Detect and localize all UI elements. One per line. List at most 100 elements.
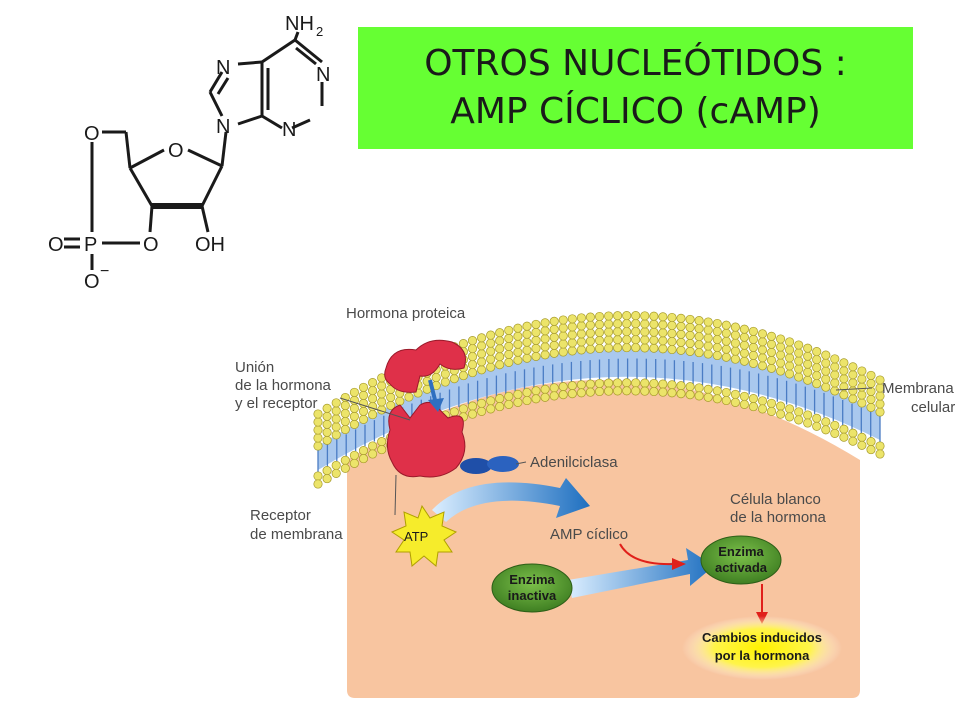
lipid-head	[857, 440, 867, 450]
lipid-head	[495, 394, 505, 404]
lipid-head	[576, 321, 586, 331]
atom-phosphorus: P	[84, 234, 97, 256]
lipid-head	[322, 474, 332, 484]
lipid-head	[830, 428, 840, 438]
lipid-head	[766, 406, 777, 416]
enzyme-active	[700, 535, 782, 585]
lipid-head	[322, 427, 332, 437]
lipid-head	[486, 354, 496, 364]
lipid-head	[812, 421, 822, 431]
camp-red-arrow-head	[672, 558, 686, 570]
lipid-head	[821, 374, 831, 384]
lipid-head	[785, 337, 795, 347]
lipid-head	[531, 327, 541, 337]
lipid-head	[331, 468, 341, 478]
lipid-head	[576, 329, 586, 339]
lipid-head	[576, 337, 586, 347]
lipid-head	[331, 422, 341, 432]
lipid-head	[839, 366, 849, 376]
lipid-head	[658, 344, 668, 354]
lipid-head	[757, 337, 768, 347]
lipid-head	[377, 437, 387, 447]
label-atp: ATP	[404, 529, 428, 544]
lipid-head	[486, 346, 496, 356]
lipid-head	[703, 392, 713, 402]
lipid-head	[812, 379, 822, 389]
lipid-head	[467, 368, 478, 378]
lipid-head	[649, 319, 659, 329]
lipid-head	[604, 319, 614, 329]
membrane-receptor	[386, 401, 466, 478]
lipid-head	[794, 364, 804, 374]
lipid-head	[721, 344, 731, 354]
lipid-head	[540, 334, 550, 344]
lipid-head	[667, 312, 677, 323]
lipid-head	[640, 319, 650, 329]
title-line-1: OTROS NUCLEÓTIDOS :	[424, 43, 847, 84]
lipid-head	[757, 361, 768, 371]
lipid-head	[358, 390, 369, 400]
lipid-head	[531, 343, 541, 353]
lipid-head	[785, 345, 795, 355]
lipid-head	[739, 348, 749, 358]
lipid-head	[513, 389, 523, 399]
lipid-head	[613, 335, 623, 345]
label-receptor-2: de membrana	[250, 526, 343, 543]
lipid-head	[594, 343, 605, 354]
lipid-head	[540, 318, 550, 328]
lipid-head	[604, 335, 614, 345]
adenylyl-cyclase-subunit-2	[487, 456, 519, 472]
atom-n9: N	[216, 116, 230, 138]
lipid-head	[649, 311, 659, 321]
lipid-head	[667, 388, 677, 398]
lipid-head	[757, 345, 768, 355]
lipid-head	[604, 311, 614, 321]
atom-o-minus: O	[84, 271, 100, 293]
lipid-head	[622, 335, 632, 345]
lipid-head	[340, 416, 350, 427]
lipid-head	[748, 326, 758, 336]
lipid-head	[631, 343, 641, 353]
lipid-head	[857, 374, 867, 384]
lipid-head	[358, 446, 369, 456]
lipid-head	[585, 312, 595, 322]
lipid-head	[712, 386, 722, 396]
lipid-head	[685, 346, 695, 356]
lipid-head	[467, 401, 478, 411]
lipid-head	[866, 445, 876, 455]
label-union-3: y el receptor	[235, 395, 318, 412]
lipid-head	[640, 335, 650, 345]
label-enzima-activada-2: activada	[715, 560, 768, 575]
lipid-head	[340, 392, 350, 403]
lipid-head	[486, 362, 496, 372]
atom-oh: OH	[195, 234, 225, 256]
atom-nh2-subscript: 2	[316, 24, 323, 39]
lipid-head	[866, 370, 876, 380]
lipid-head	[613, 311, 623, 321]
lipid-head	[640, 378, 650, 388]
lipid-head	[558, 323, 568, 333]
lipid-head	[549, 348, 559, 358]
lipid-head	[558, 315, 568, 325]
lipid-head	[540, 350, 550, 360]
lipid-head	[776, 366, 786, 376]
lipid-head	[776, 350, 786, 360]
lipid-head	[340, 400, 350, 411]
lipid-head	[821, 358, 831, 368]
lipid-head	[522, 345, 532, 355]
lipid-head	[585, 387, 595, 397]
lipid-head	[531, 319, 541, 329]
lipid-head	[358, 414, 369, 424]
lipid-head	[313, 471, 323, 481]
lipid-head	[866, 402, 876, 412]
lipid-head	[848, 378, 858, 388]
lipid-head	[658, 387, 668, 397]
label-celula-2: de la hormona	[730, 509, 827, 526]
lipid-head	[322, 419, 332, 429]
lipid-head	[794, 372, 804, 382]
camp-red-arrow	[619, 543, 677, 566]
lipid-head	[404, 392, 414, 402]
lipid-head	[558, 390, 568, 400]
atom-ring-oxygen: O	[168, 140, 184, 162]
lipid-head	[531, 335, 541, 345]
